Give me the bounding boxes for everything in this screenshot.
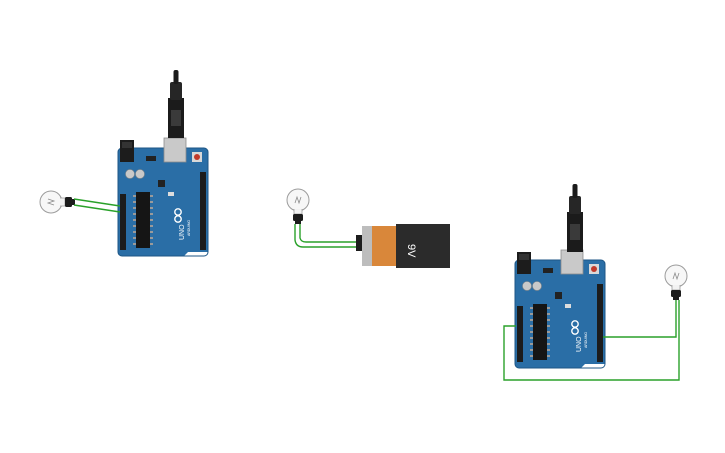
- usb-cable-2[interactable]: [567, 184, 583, 252]
- battery-label: 9V: [405, 244, 417, 258]
- arduino-2-brand-label: ARDUINO: [584, 332, 588, 348]
- battery-9v[interactable]: 9V: [356, 224, 450, 268]
- arduino-board-2[interactable]: UNO ARDUINO: [514, 249, 606, 369]
- arduino-1-model-label: UNO: [179, 224, 186, 240]
- wire-arduino1-bulb1[interactable]: [73, 198, 121, 213]
- light-bulb-2[interactable]: [286, 188, 310, 225]
- wire-arduino2-bulb3[interactable]: [503, 300, 680, 381]
- light-bulb-3[interactable]: [664, 264, 688, 301]
- arduino-1-brand-label: ARDUINO: [187, 220, 191, 236]
- light-bulb-1[interactable]: [39, 190, 76, 214]
- usb-cable-1[interactable]: [168, 70, 184, 138]
- wire-battery-bulb2[interactable]: [294, 224, 360, 248]
- arduino-board-1[interactable]: UNO ARDUINO: [117, 137, 209, 257]
- arduino-2-model-label: UNO: [576, 336, 583, 352]
